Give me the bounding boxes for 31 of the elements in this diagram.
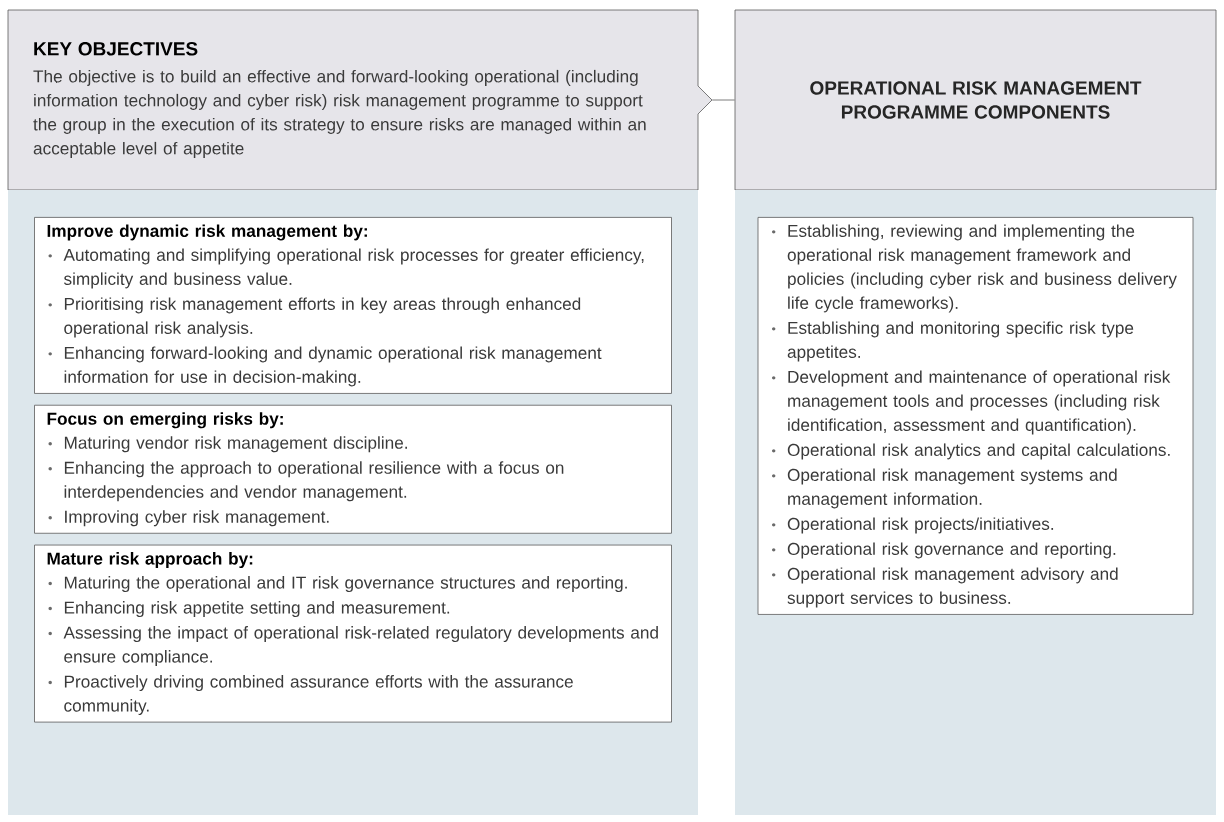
text-box [34, 544, 672, 723]
bullet-item: Prioritising risk management efforts in key areas through enhanced operational risk analysis. [48, 297, 581, 338]
box-heading: Focus on emerging risks by: [47, 412, 283, 429]
bullet-item: Improving cyber risk management. [48, 510, 329, 527]
bullet-item: Proactively driving combined assurance efforts with the assurance community. [48, 675, 573, 716]
bullet-item: Operational risk projects/initiatives. [772, 517, 1054, 534]
bullet-item: Operational risk governance and reporting. [772, 542, 1116, 559]
text-box [757, 217, 1194, 615]
bullet-item: Maturing vendor risk management discipline. [48, 436, 407, 453]
heading: OPERATIONAL RISK MANAGEMENT PROGRAMME COMPONENTS [810, 81, 1142, 119]
bullet-item: Operational risk management systems and management information. [772, 468, 1117, 509]
bullet-item: Maturing the operational and IT risk governance structures and reporting. [48, 576, 627, 593]
bullet-item: Enhancing forward-looking and dynamic operational risk management information for use in decision-making. [48, 346, 602, 387]
box-heading: Improve dynamic risk management by: [47, 224, 367, 241]
bullet-item: Automating and simplifying operational risk processes for greater efficiency, simplicity and business value. [48, 248, 644, 289]
bullet-item: Operational risk management advisory and support services to business. [772, 567, 1118, 608]
bullet-item: Enhancing the approach to operational resilience with a focus on interdependencies and vendor management. [48, 461, 564, 502]
description: The objective is to build an effective and forward-looking operational (including information technology and cyber risk) risk management programme to support the group in the execution of its strategy to ensure risks are managed within an acceptable level of appetite [33, 69, 646, 158]
bullet-item: Establishing and monitoring specific risk type appetites. [772, 321, 1134, 362]
bullet-item: Enhancing risk appetite setting and measurement. [48, 601, 450, 618]
bullet-item: Development and maintenance of operational risk management tools and processes (including risk identification, assessment and quantification). [772, 370, 1171, 435]
box-heading: Mature risk approach by: [47, 552, 253, 569]
heading: KEY OBJECTIVES [34, 42, 198, 56]
text-box [34, 404, 672, 534]
header-box [7, 9, 713, 191]
connector-line [711, 99, 735, 101]
text-box [34, 217, 672, 394]
bullet-item: Assessing the impact of operational risk-related regulatory developments and ensure compliance. [48, 626, 658, 667]
header-box [734, 9, 1217, 191]
bullet-item: Operational risk analytics and capital calculations. [772, 443, 1170, 460]
bullet-item: Establishing, reviewing and implementing the operational risk management framework and policies (including cyber risk and business delivery life cycle frameworks). [772, 224, 1177, 313]
